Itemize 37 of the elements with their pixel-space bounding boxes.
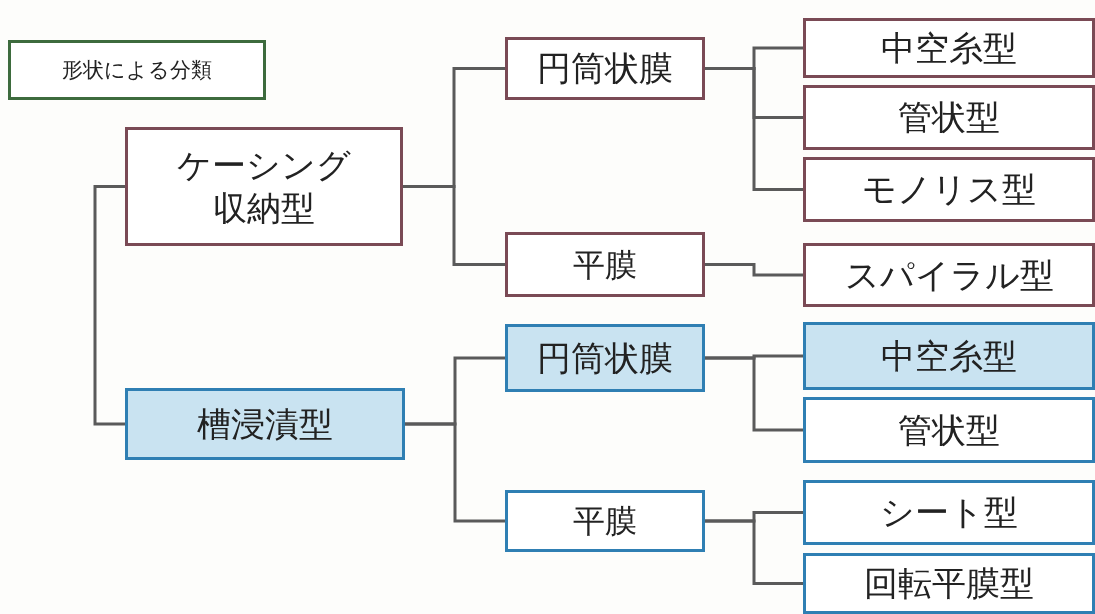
node-label: シート型 [880,491,1018,534]
category-box [505,490,705,552]
category-box [505,37,705,100]
connector-line [403,185,505,266]
category-box [125,388,405,460]
type-box [803,18,1095,78]
node-label: 槽浸漬型 [197,402,333,446]
node-label: 中空糸型 [881,334,1017,378]
node-label: 管状型 [898,408,1000,452]
type-box [803,480,1095,545]
connector-line [705,519,803,585]
type-box [803,243,1095,307]
node-label: モノリス型 [862,168,1036,211]
node-label: 平膜 [573,244,637,285]
connector-line [705,356,803,432]
type-box [803,157,1095,222]
node-label: 管状型 [898,96,1000,139]
category-box [505,324,705,392]
type-box [803,322,1095,390]
node-label: スパイラル型 [844,253,1054,297]
node-label: 平膜 [573,501,637,541]
node-label: 回転平膜型 [864,562,1034,605]
type-box [803,553,1095,614]
connector-line [705,263,803,277]
node-label: 円筒状膜 [537,47,673,90]
category-box [125,127,403,246]
connector-line [705,67,803,191]
node-label: ケーシング収納型 [176,144,352,229]
type-box [803,397,1095,463]
category-box [505,232,705,297]
node-label: 中空糸型 [881,26,1017,70]
connector-line [93,185,125,426]
node-label: 円筒状膜 [537,336,673,380]
connector-line [405,422,505,523]
type-box [803,85,1095,150]
category-heading-box [8,40,266,100]
node-label: 形状による分類 [62,56,212,84]
